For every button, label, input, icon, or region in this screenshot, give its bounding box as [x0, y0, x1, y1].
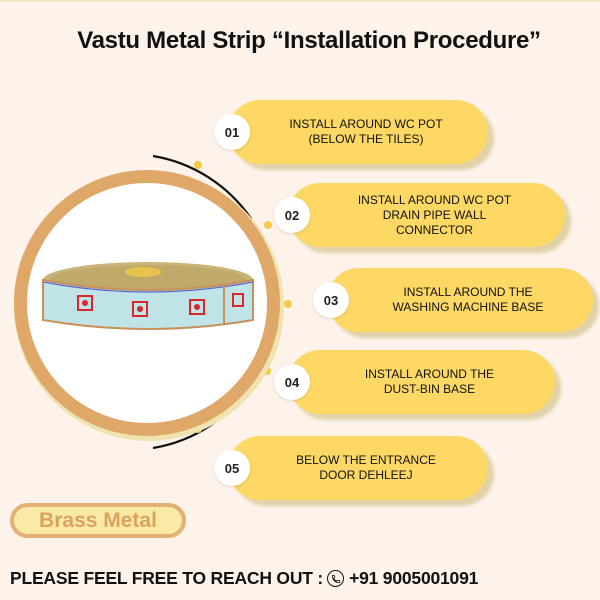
step-pill [327, 268, 593, 332]
step-line: INSTALL AROUND WC POT [357, 192, 512, 207]
step-line: WASHING MACHINE BASE [392, 300, 544, 314]
step-01: 01 INSTALL AROUND WC POT (BELOW THE TILE… [214, 100, 488, 164]
step-pill [228, 436, 488, 500]
step-number: 05 [214, 450, 250, 486]
step-line: INSTALL AROUND THE [403, 285, 533, 299]
timeline-dot [264, 221, 272, 229]
product-image [42, 262, 254, 330]
step-03: 03 INSTALL AROUND THE WASHING MACHINE BA… [313, 268, 593, 332]
step-number: 03 [313, 282, 349, 318]
step-text: INSTALL AROUND WC POT (BELOW THE TILES) [258, 100, 474, 164]
timeline-dot [263, 367, 271, 375]
timeline-dot [194, 425, 202, 433]
step-pill [288, 183, 565, 247]
step-05: 05 BELOW THE ENTRANCE DOOR DEHLEEJ [214, 436, 488, 500]
step-number: 04 [274, 364, 310, 400]
phone-number[interactable]: +91 9005001091 [349, 568, 479, 588]
step-line: DRAIN PIPE WALL [382, 207, 487, 222]
step-line: INSTALL AROUND THE [364, 367, 495, 381]
step-number: 01 [214, 114, 250, 150]
step-line: BELOW THE ENTRANCE [296, 453, 436, 467]
contact-label: PLEASE FEEL FREE TO REACH OUT : [10, 568, 324, 588]
step-text: BELOW THE ENTRANCE DOOR DEHLEEJ [258, 436, 474, 500]
page-title: Vastu Metal Strip “Installation Procedur… [77, 27, 541, 54]
step-line: CONNECTOR [395, 222, 474, 237]
step-text: INSTALL AROUND WC POT DRAIN PIPE WALL CO… [318, 183, 551, 247]
step-line: INSTALL AROUND WC POT [289, 117, 443, 131]
top-border [0, 0, 600, 2]
step-04: 04 INSTALL AROUND THE DUST-BIN BASE [274, 350, 555, 414]
step-line: DOOR DEHLEEJ [319, 468, 413, 482]
contact-footer: PLEASE FEEL FREE TO REACH OUT : +91 9005… [10, 568, 600, 589]
step-number: 02 [274, 197, 310, 233]
phone-icon [327, 570, 345, 587]
step-line: (BELOW THE TILES) [308, 132, 424, 146]
timeline-dot [194, 161, 202, 169]
step-pill [288, 350, 555, 414]
step-text: INSTALL AROUND THE WASHING MACHINE BASE [357, 268, 579, 332]
timeline-dot [284, 300, 292, 308]
step-pill [228, 100, 488, 164]
step-text: INSTALL AROUND THE DUST-BIN BASE [318, 350, 541, 414]
brass-metal-badge: Brass Metal [10, 503, 186, 538]
step-line: DUST-BIN BASE [383, 382, 476, 396]
step-02: 02 INSTALL AROUND WC POT DRAIN PIPE WALL… [274, 183, 565, 247]
